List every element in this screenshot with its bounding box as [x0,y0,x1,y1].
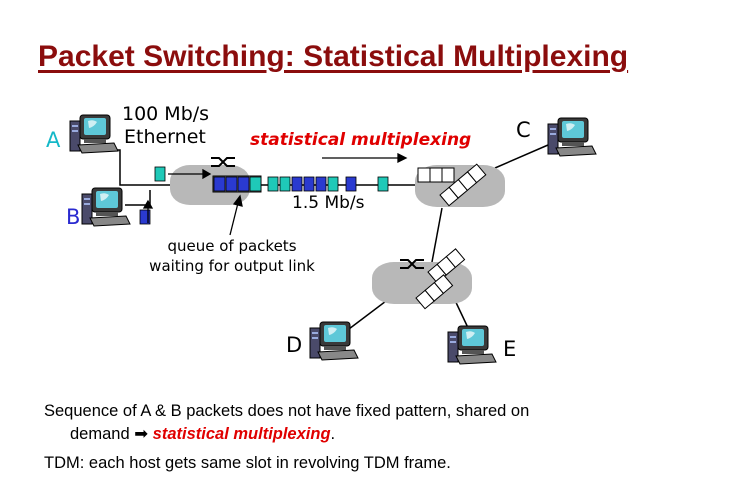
arrows [142,152,408,236]
router-1 [170,157,250,205]
link-a-to-hub [85,149,150,186]
link-packets [267,176,389,192]
arrow-icon: ➡ [134,425,149,443]
bullet-line-2-prefix: demand [70,425,130,443]
network-diagram [69,114,597,365]
queue-label: queue of packets waiting for output link [149,237,315,275]
link-router2-c [494,144,549,169]
host-c-computer-icon [547,117,597,157]
host-b-computer-icon [81,187,131,227]
bullet-line-1: Sequence of A & B packets does not have … [44,402,530,420]
link-type-label: Ethernet [124,126,206,148]
host-a-computer-icon [69,114,119,154]
link-router2-router3 [431,207,443,263]
host-b-label: B [66,205,81,229]
router-2-slots [417,163,487,207]
bullet-line-2-emphasis: statistical multiplexing [152,425,331,443]
page-title: Packet Switching: Statistical Multiplexi… [38,40,629,73]
host-a-label: A [46,128,61,152]
host-c-label: C [516,118,531,142]
packet-from-a [154,166,166,182]
router-3-slots [415,248,466,310]
link-speed-label: 100 Mb/s [122,103,210,125]
host-d-label: D [286,333,303,357]
stat-mux-label: statistical multiplexing [250,130,472,150]
bullet-line-2-suffix: . [330,425,336,443]
host-e-label: E [503,337,517,361]
packet-from-b [139,209,151,225]
host-e-computer-icon [447,325,497,365]
bandwidth-label: 1.5 Mb/s [292,193,365,213]
bullet-line-2: demand ➡ statistical multiplexing. [70,424,335,444]
bullet-line-3: TDM: each host gets same slot in revolvi… [44,454,451,472]
link-b-to-hub [125,190,151,206]
output-queue [212,175,262,193]
